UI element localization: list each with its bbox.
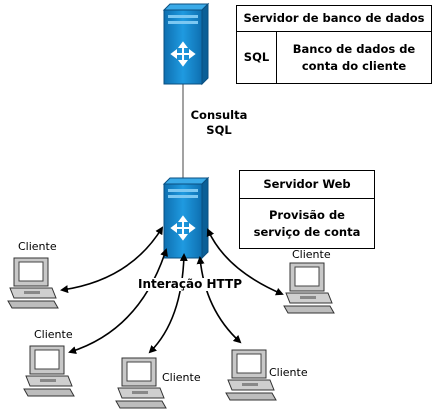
db-server-title: Servidor de banco de dados: [237, 6, 431, 32]
client-computer-icon: [283, 262, 335, 314]
db-server-tag: SQL: [237, 32, 277, 83]
http-arrow: [68, 248, 168, 355]
web-server-description: Provisão de serviço de conta: [253, 207, 361, 239]
db-server-box: Servidor de banco de dados SQL Banco de …: [236, 5, 432, 84]
web-server-icon: [163, 177, 209, 259]
client-label: Cliente: [18, 240, 57, 253]
client-label: Cliente: [269, 366, 308, 379]
http-arrow: [196, 256, 242, 344]
db-server-icon: [163, 3, 209, 85]
client-label: Cliente: [292, 248, 331, 261]
client-computer-icon: [7, 257, 59, 309]
web-server-title: Servidor Web: [240, 171, 374, 199]
client-computer-icon: [115, 357, 167, 409]
http-arrow: [148, 253, 188, 354]
db-server-description: Banco de dados de conta do cliente: [292, 41, 416, 73]
client-computer-icon: [23, 345, 75, 397]
http-arrow: [206, 228, 284, 296]
web-server-box: Servidor Web Provisão de serviço de cont…: [239, 170, 375, 249]
http-interaction-label: Interação HTTP: [130, 278, 250, 291]
sql-query-label: Consulta SQL: [190, 108, 248, 137]
client-label: Cliente: [162, 371, 201, 384]
client-label: Cliente: [34, 328, 73, 341]
